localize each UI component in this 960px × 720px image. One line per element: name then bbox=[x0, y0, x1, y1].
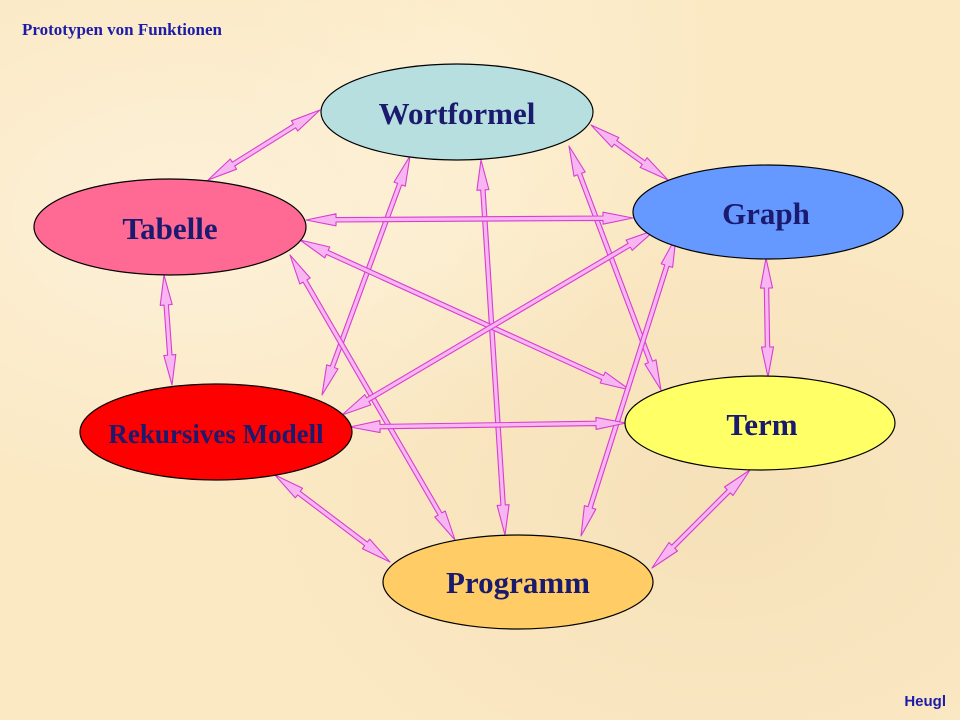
node-tabelle: Tabelle bbox=[33, 178, 307, 276]
edges-layer bbox=[159, 109, 775, 569]
arrow-wortformel-rekursives bbox=[321, 155, 411, 396]
node-tabelle-shape bbox=[33, 178, 307, 276]
arrow-tabelle-rekursives bbox=[159, 274, 177, 386]
node-graph-label: Graph bbox=[722, 196, 810, 231]
arrow-rekursives-programm bbox=[274, 474, 391, 563]
arrow-graph-term bbox=[759, 257, 775, 378]
arrow-wortformel-tabelle bbox=[207, 109, 321, 181]
arrow-term-programm bbox=[651, 469, 751, 569]
author-credit: Heugl bbox=[904, 693, 946, 710]
page-title: Prototypen von Funktionen bbox=[22, 20, 222, 39]
node-term: Term bbox=[624, 375, 896, 471]
nodes-layer: Wortformel Graph Tabelle Term Rekursives… bbox=[33, 63, 904, 630]
arrow-tabelle-graph bbox=[305, 211, 634, 227]
node-rekursives-modell-label: Rekursives Modell bbox=[108, 419, 324, 449]
node-term-shape bbox=[624, 375, 896, 471]
node-tabelle-label: Tabelle bbox=[122, 211, 217, 246]
node-wortformel-label: Wortformel bbox=[379, 96, 536, 131]
arrow-graph-programm bbox=[580, 236, 677, 537]
node-programm-shape bbox=[382, 534, 654, 630]
node-wortformel: Wortformel bbox=[320, 63, 594, 161]
node-programm-label: Programm bbox=[446, 565, 590, 600]
node-graph-shape bbox=[632, 164, 904, 260]
node-rekursives-modell-shape bbox=[79, 383, 353, 481]
arrow-wortformel-graph bbox=[590, 124, 669, 181]
node-rekursives-modell: Rekursives Modell bbox=[79, 383, 353, 481]
node-programm: Programm bbox=[382, 534, 654, 630]
node-term-label: Term bbox=[726, 407, 797, 442]
node-wortformel-shape bbox=[320, 63, 594, 161]
arrow-wortformel-term bbox=[568, 145, 662, 391]
arrow-graph-rekursives bbox=[341, 229, 656, 416]
node-graph: Graph bbox=[632, 164, 904, 260]
